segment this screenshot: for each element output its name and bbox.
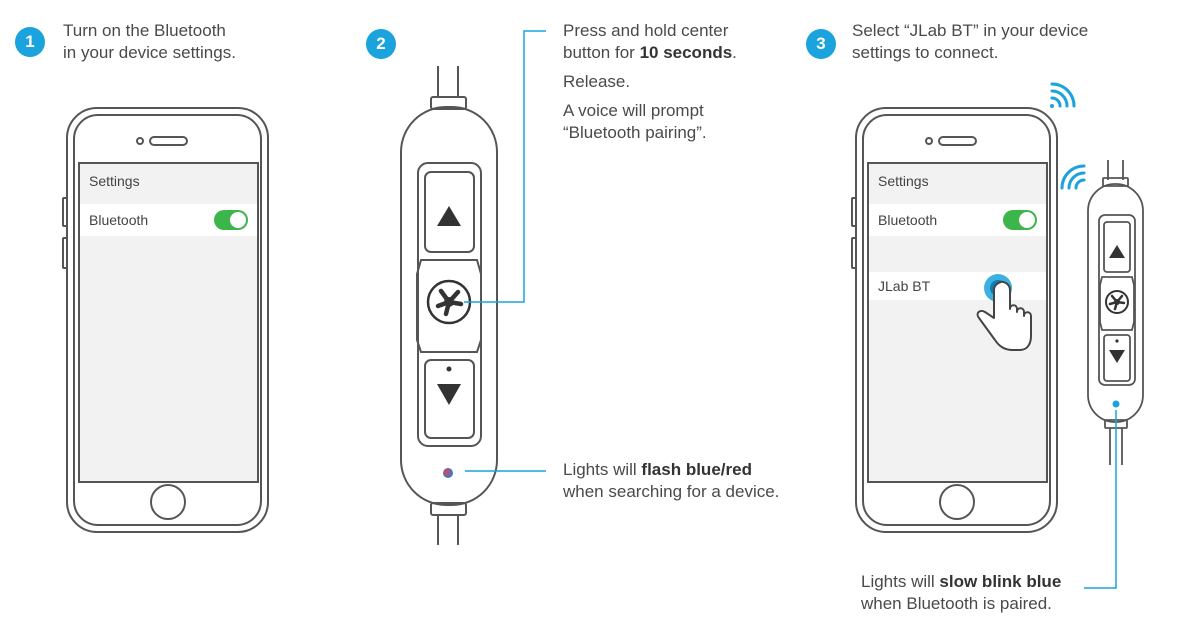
step-3-line-2: settings to connect. xyxy=(852,43,999,62)
step-3-light-prefix: Lights will xyxy=(861,572,940,591)
step-1-line-1: Turn on the Bluetooth xyxy=(63,21,226,40)
step-1-badge: 1 xyxy=(15,27,45,57)
step-3-bluetooth-toggle[interactable] xyxy=(1003,210,1037,230)
step-2-remote xyxy=(400,66,498,545)
wifi-signal-icon xyxy=(1050,82,1076,108)
step-2-voice-prompt: A voice will prompt “Bluetooth pairing”. xyxy=(563,100,707,144)
up-arrow-icon[interactable] xyxy=(437,206,461,226)
wifi-signal-icon xyxy=(1060,164,1086,190)
pointing-hand-icon xyxy=(976,274,1032,351)
step-2-line-2-suffix: . xyxy=(732,43,737,62)
step-2-badge: 2 xyxy=(366,29,396,59)
step-3-settings-label: Settings xyxy=(878,173,929,189)
step-3-jlab-logo-icon xyxy=(1105,290,1129,314)
step-3-device-row[interactable] xyxy=(869,272,1046,300)
step-1-line-2: in your device settings. xyxy=(63,43,236,62)
step-1-settings-label: Settings xyxy=(89,173,140,189)
step-2-voice-line-1: A voice will prompt xyxy=(563,101,704,120)
step-2-light-bold: flash blue/red xyxy=(641,460,752,479)
step-2-callout-lines xyxy=(464,30,546,472)
step-2-light-line-1: Lights will flash blue/red xyxy=(563,459,779,481)
step-2-line-1: Press and hold center xyxy=(563,21,729,40)
step-1-settings-row xyxy=(80,164,257,197)
step-2-voice-line-2: “Bluetooth pairing”. xyxy=(563,123,707,142)
step-2-light-line-2: when searching for a device. xyxy=(563,482,780,501)
step-1-instructions: Turn on the Bluetooth in your device set… xyxy=(63,20,236,64)
jlab-logo-icon[interactable] xyxy=(426,279,472,325)
step-2-light-note: Lights will flash blue/red when searchin… xyxy=(563,459,779,503)
step-3-phone xyxy=(851,107,1058,533)
step-1-bluetooth-label: Bluetooth xyxy=(89,212,148,228)
step-3-light-line-2: when Bluetooth is paired. xyxy=(861,594,1052,613)
step-3-callout-line xyxy=(1084,410,1117,589)
step-3-up-arrow-icon xyxy=(1109,245,1125,258)
step-3-device-label[interactable]: JLab BT xyxy=(878,278,931,294)
step-3-bluetooth-label: Bluetooth xyxy=(878,212,937,228)
step-1-bluetooth-toggle[interactable] xyxy=(214,210,248,230)
down-dot-icon xyxy=(446,366,452,372)
step-2-line-2: button for 10 seconds. xyxy=(563,42,737,64)
step-3-light-note: Lights will slow blink blue when Bluetoo… xyxy=(861,571,1061,615)
step-3-line-1: Select “JLab BT” in your device xyxy=(852,21,1089,40)
step-3-light-line-1: Lights will slow blink blue xyxy=(861,571,1061,593)
down-arrow-icon[interactable] xyxy=(437,384,461,405)
step-3-down-arrow-icon xyxy=(1109,350,1125,363)
step-3-down-dot-icon xyxy=(1115,339,1119,343)
step-3-badge: 3 xyxy=(806,29,836,59)
step-2-light-prefix: Lights will xyxy=(563,460,642,479)
step-2-release: Release. xyxy=(563,72,631,91)
step-3-led-icon xyxy=(1112,400,1120,408)
step-2-duration: 10 seconds xyxy=(639,43,733,62)
led-icon xyxy=(443,468,453,478)
step-2-instructions: Press and hold center button for 10 seco… xyxy=(563,20,737,64)
step-2-line-2-prefix: button for xyxy=(563,43,640,62)
step-3-instructions: Select “JLab BT” in your device settings… xyxy=(852,20,1088,64)
step-3-light-bold: slow blink blue xyxy=(939,572,1062,591)
step-1-phone xyxy=(62,107,269,533)
